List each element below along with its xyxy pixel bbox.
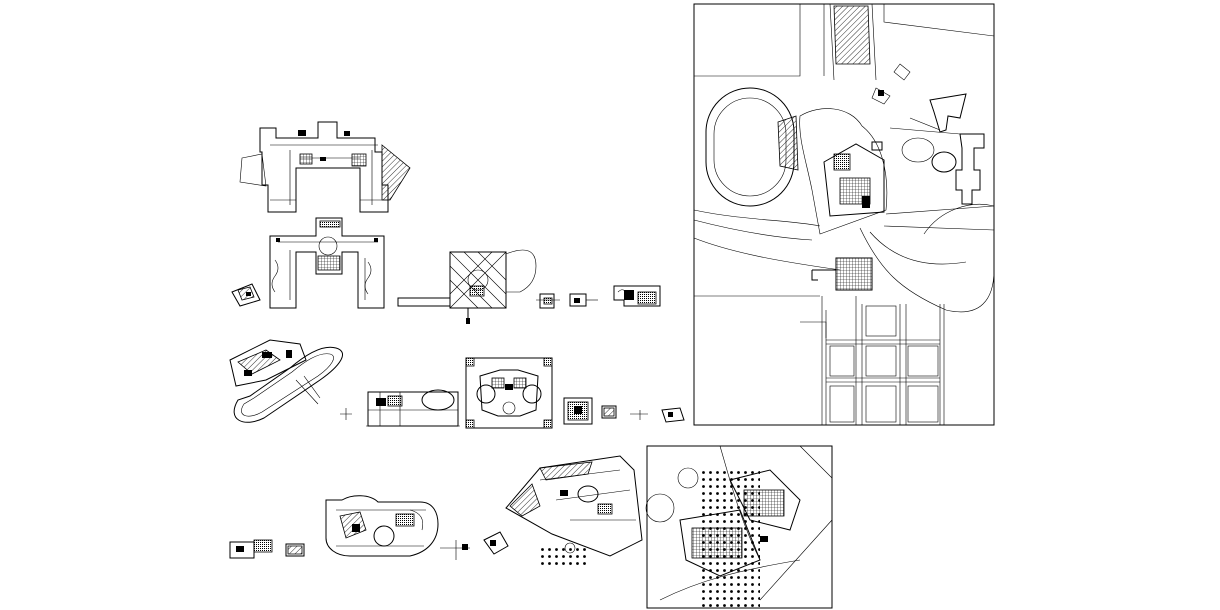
detail-small-plan-1 (231, 283, 261, 307)
floor-plan-elliptical-complex (229, 339, 352, 423)
detail-small-plans-row1 (536, 285, 661, 309)
floor-plan-triangular-complex (505, 455, 643, 566)
site-plan-inset (645, 445, 833, 609)
detail-small-plans-bottom-mid (440, 531, 509, 560)
floor-plan-organic-curved-building (325, 495, 439, 557)
floor-plan-u-shaped-building (239, 121, 411, 213)
site-plan-main (693, 3, 995, 426)
floor-plan-symmetric-courtyard (465, 357, 553, 429)
floor-plan-linear-building-atrium (366, 389, 460, 427)
floor-plan-square-hatched-building (397, 249, 537, 324)
detail-small-plans-bottom-left (229, 539, 305, 559)
detail-small-plans-row2 (563, 397, 685, 425)
floor-plan-pi-shaped-building (269, 217, 385, 309)
